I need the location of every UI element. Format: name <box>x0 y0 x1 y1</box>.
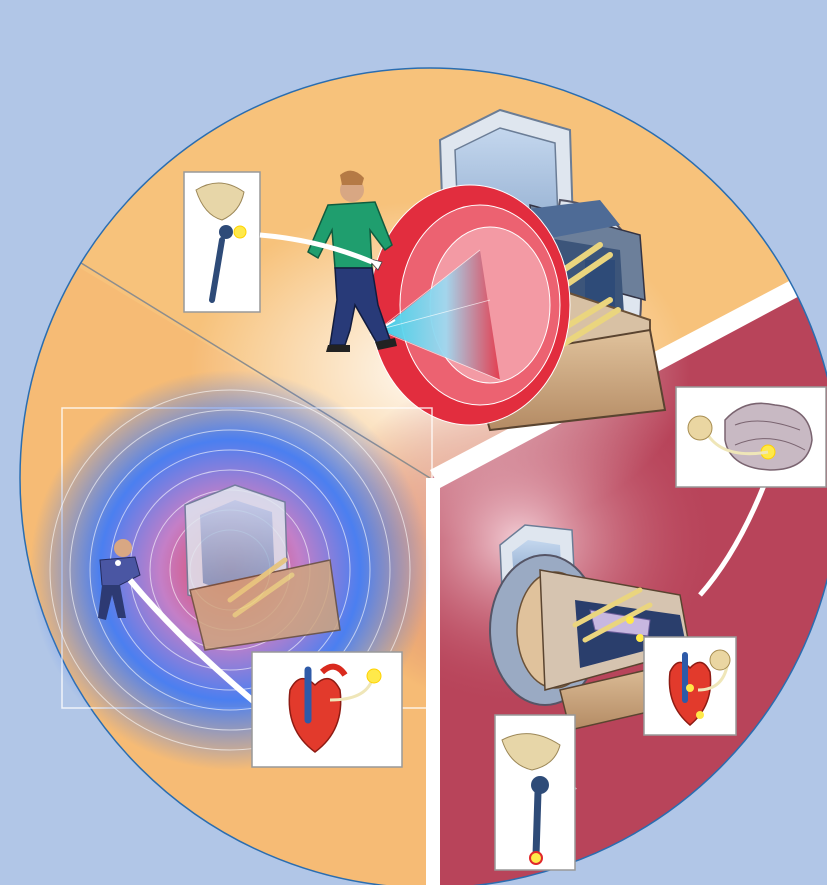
hip-inset-top <box>184 172 260 312</box>
hip-inset-right <box>495 715 575 870</box>
gradient-field-scene <box>30 370 432 770</box>
heart-inset-right <box>644 637 736 735</box>
brain-inset <box>676 387 826 487</box>
static-field-disc <box>370 185 570 425</box>
heart-inset-left <box>252 652 402 767</box>
divider-bottom <box>426 478 440 885</box>
